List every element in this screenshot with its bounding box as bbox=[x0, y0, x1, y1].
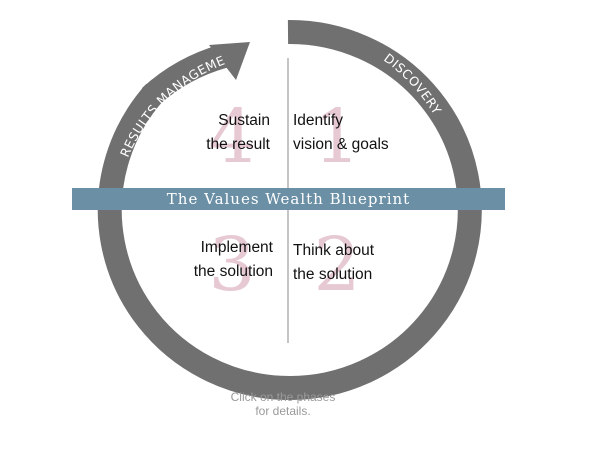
phase-4-label[interactable]: Sustain the result bbox=[188, 109, 270, 157]
phase-1-line1: Identify bbox=[293, 112, 343, 129]
phase-1-label[interactable]: Identify vision & goals bbox=[293, 109, 403, 157]
phase-number-1: 1 bbox=[313, 94, 360, 180]
phase-number-2: 2 bbox=[313, 222, 360, 308]
phase-number-4: 4 bbox=[208, 94, 255, 180]
diagram-title-banner: The Values Wealth Blueprint bbox=[72, 188, 505, 210]
phase-2-label[interactable]: Think about the solution bbox=[293, 239, 403, 287]
phase-1-line2: vision & goals bbox=[293, 136, 389, 153]
hint-line1: Click on the phases bbox=[230, 390, 336, 404]
phase-3-label[interactable]: Implement the solution bbox=[180, 236, 273, 284]
instruction-hint: Click on the phases for details. bbox=[195, 390, 371, 418]
hint-line2: for details. bbox=[255, 404, 311, 418]
phase-4-line2: the result bbox=[206, 136, 270, 153]
phase-number-3: 3 bbox=[208, 222, 255, 308]
phase-3-line2: the solution bbox=[193, 263, 273, 280]
phase-3-line1: Implement bbox=[200, 239, 273, 256]
phase-2-line1: Think about bbox=[293, 242, 374, 259]
cycle-arrow-shaft bbox=[141, 44, 228, 107]
phase-2-line2: the solution bbox=[293, 266, 373, 283]
cycle-ring bbox=[97, 19, 482, 400]
phase-4-line1: Sustain bbox=[218, 112, 270, 129]
